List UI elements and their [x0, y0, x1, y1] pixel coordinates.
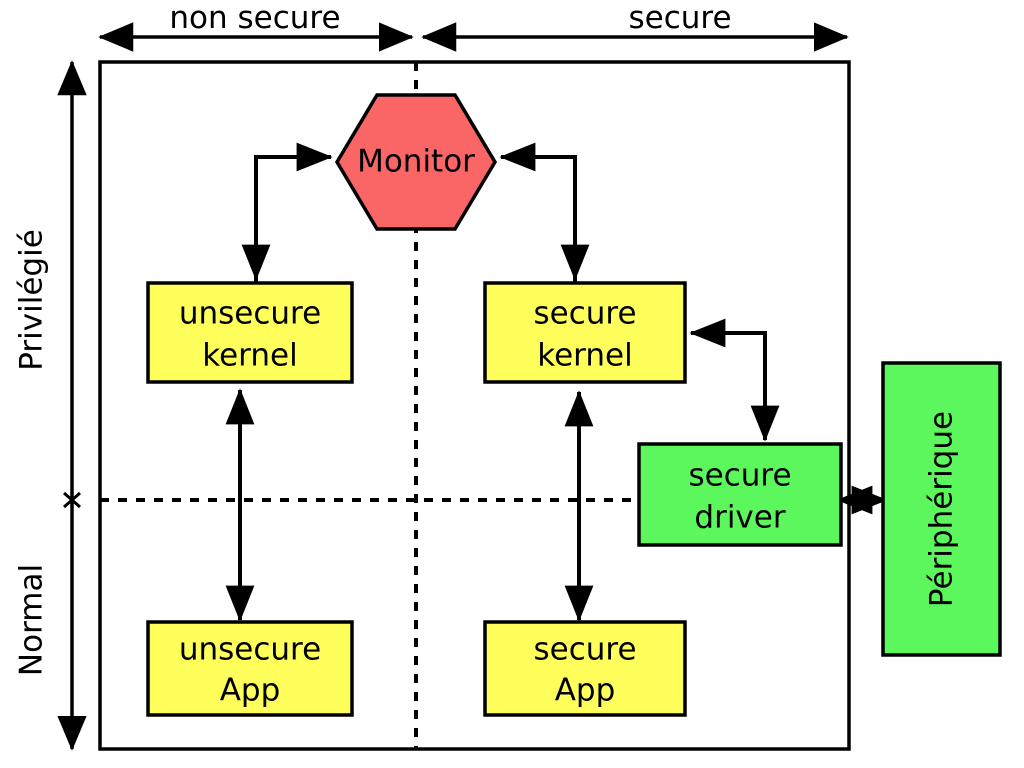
node-unsecure-app[interactable]: unsecure App: [146, 620, 354, 717]
monitor-label: Monitor: [357, 144, 475, 180]
edge-unsecure-kernel-to-monitor: [254, 142, 333, 283]
system-boundary-frame: [98, 60, 851, 751]
top-span-nonsecure: non secure: [98, 0, 414, 52]
unsecure-app-label-line2: App: [220, 673, 281, 709]
secure-kernel-box[interactable]: [483, 281, 687, 384]
node-monitor[interactable]: Monitor: [334, 93, 498, 231]
non-secure-label: non secure: [169, 0, 340, 36]
unsecure-kernel-label-line1: unsecure: [179, 296, 321, 332]
monitor-hexagon[interactable]: [334, 93, 498, 231]
node-secure-driver[interactable]: secure driver: [637, 442, 843, 547]
secure-driver-label-line1: secure: [688, 458, 791, 494]
axis-label-normal: Normal: [14, 564, 50, 676]
peripheral-label: Périphérique: [924, 411, 960, 607]
secure-driver-box[interactable]: [637, 442, 843, 547]
edge-secure-driver-to-secure-kernel: [689, 318, 767, 440]
secure-label: secure: [628, 0, 731, 36]
top-span-secure: secure: [421, 0, 849, 52]
secure-kernel-label-line1: secure: [533, 296, 636, 332]
secure-app-label-line1: secure: [533, 632, 636, 668]
secure-driver-label-line2: driver: [694, 500, 785, 536]
node-unsecure-kernel[interactable]: unsecure kernel: [146, 281, 354, 384]
edge-secure-kernel-to-monitor: [499, 142, 577, 283]
secure-app-box[interactable]: [483, 620, 687, 717]
unsecure-kernel-label-line2: kernel: [202, 338, 297, 374]
axis-label-privilegie: Privilégié: [14, 229, 50, 371]
node-peripheral[interactable]: Périphérique: [881, 361, 1002, 657]
secure-kernel-label-line2: kernel: [537, 338, 632, 374]
unsecure-app-label-line1: unsecure: [179, 632, 321, 668]
unsecure-app-box[interactable]: [146, 620, 354, 717]
privilege-axis: Privilégié Normal: [14, 60, 87, 751]
unsecure-kernel-box[interactable]: [146, 281, 354, 384]
node-secure-app[interactable]: secure App: [483, 620, 687, 717]
peripheral-box[interactable]: [881, 361, 1002, 657]
secure-app-label-line2: App: [555, 673, 616, 709]
privilege-boundary-tick: [63, 491, 81, 509]
node-secure-kernel[interactable]: secure kernel: [483, 281, 687, 384]
